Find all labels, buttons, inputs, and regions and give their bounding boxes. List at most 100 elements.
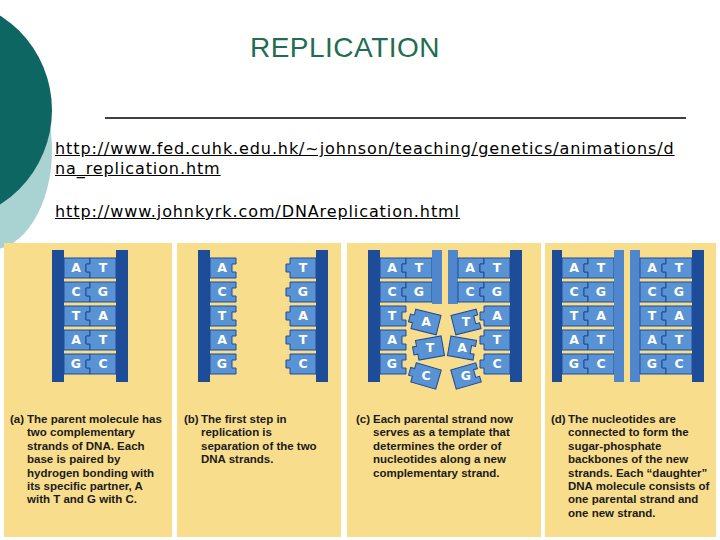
base-block	[562, 354, 588, 374]
base-letter: C	[98, 357, 107, 371]
step-letter: (c)	[356, 413, 370, 426]
free-nucleotide	[451, 309, 481, 335]
base-letter: A	[387, 333, 397, 347]
base-block	[480, 306, 510, 326]
base-letter: T	[299, 261, 308, 275]
base-letter: T	[426, 341, 435, 355]
base-block	[402, 282, 432, 302]
free-nucleotide	[407, 362, 441, 389]
base-block	[286, 282, 316, 302]
base-letter: C	[596, 357, 605, 371]
base-block	[380, 330, 406, 350]
base-letter: G	[569, 357, 579, 371]
base-letter: G	[98, 285, 108, 299]
caption-block: (d)The nucleotides are connected to form…	[551, 413, 714, 520]
corner-circle	[0, 0, 52, 222]
base-block	[210, 258, 236, 278]
dna-backbone	[692, 250, 704, 382]
base-letter: G	[647, 357, 657, 371]
base-letter: T	[415, 261, 424, 275]
base-letter: A	[647, 261, 657, 275]
base-block	[584, 330, 614, 350]
dna-backbone	[52, 250, 64, 382]
base-letter: T	[99, 333, 108, 347]
url-link: http://www.fed.cuhk.edu.hk/~johnson/teac…	[55, 139, 675, 179]
new-backbone	[432, 250, 442, 304]
base-block	[86, 258, 116, 278]
base-block	[662, 306, 692, 326]
base-letter: C	[217, 285, 226, 299]
base-block	[562, 306, 588, 326]
step-caption: The parent molecule has two complementar…	[27, 413, 163, 507]
base-letter: C	[465, 285, 474, 299]
daughter-molecules	[552, 250, 704, 382]
base-block	[640, 306, 666, 326]
base-block	[210, 354, 236, 374]
base-letter: T	[493, 333, 502, 347]
step-caption: The first step in replication is separat…	[201, 413, 323, 467]
base-block	[210, 282, 236, 302]
base-letter: A	[217, 333, 227, 347]
base-letter: T	[72, 309, 81, 323]
base-letter: A	[492, 309, 502, 323]
base-block	[64, 354, 90, 374]
base-letter: T	[597, 261, 606, 275]
base-letter: T	[388, 309, 397, 323]
base-block	[480, 354, 510, 374]
base-letter: T	[493, 261, 502, 275]
base-block	[64, 330, 90, 350]
base-block	[380, 354, 406, 374]
step-panel: (b)The first step in replication is sepa…	[177, 243, 341, 537]
base-block	[584, 282, 614, 302]
base-block	[286, 354, 316, 374]
base-letter: A	[674, 309, 684, 323]
base-block	[662, 258, 692, 278]
base-block	[640, 354, 666, 374]
base-letter: A	[457, 341, 467, 355]
base-letter: C	[298, 357, 307, 371]
base-block	[64, 282, 90, 302]
base-letter: G	[674, 285, 684, 299]
base-block	[380, 258, 406, 278]
dna-backbone	[316, 250, 328, 382]
base-letter: T	[99, 261, 108, 275]
base-block	[64, 258, 90, 278]
step-panel: (a)The parent molecule has two complemen…	[4, 243, 172, 537]
base-block	[640, 282, 666, 302]
base-letter: A	[569, 333, 579, 347]
base-block	[562, 258, 588, 278]
dna-backbone	[116, 250, 128, 382]
base-block	[584, 354, 614, 374]
base-letter: A	[217, 261, 227, 275]
base-block	[86, 306, 116, 326]
dna-backbone	[198, 250, 210, 382]
base-letter: G	[492, 285, 502, 299]
step-caption: Each parental strand now serves as a tem…	[373, 413, 529, 480]
base-letter: T	[597, 333, 606, 347]
free-nucleotide	[407, 308, 441, 335]
base-block	[480, 330, 510, 350]
base-block	[86, 330, 116, 350]
base-letter: A	[298, 309, 308, 323]
new-backbone	[448, 250, 458, 304]
base-letter: A	[71, 333, 81, 347]
base-letter: A	[71, 261, 81, 275]
separated-strands	[198, 250, 328, 382]
base-letter: A	[647, 333, 657, 347]
parent-molecule	[52, 250, 128, 382]
caption-block: (c)Each parental strand now serves as a …	[356, 413, 529, 480]
base-block	[210, 330, 236, 350]
base-letter: T	[299, 333, 308, 347]
caption-block: (b)The first step in replication is sepa…	[184, 413, 323, 467]
base-letter: C	[569, 285, 578, 299]
base-letter: G	[217, 357, 227, 371]
step-letter: (b)	[184, 413, 199, 426]
step-panel: (c)Each parental strand now serves as a …	[347, 243, 541, 537]
base-letter: G	[298, 285, 308, 299]
base-letter: G	[387, 357, 397, 371]
base-block	[640, 330, 666, 350]
free-nucleotide	[451, 363, 482, 389]
base-block	[64, 306, 90, 326]
